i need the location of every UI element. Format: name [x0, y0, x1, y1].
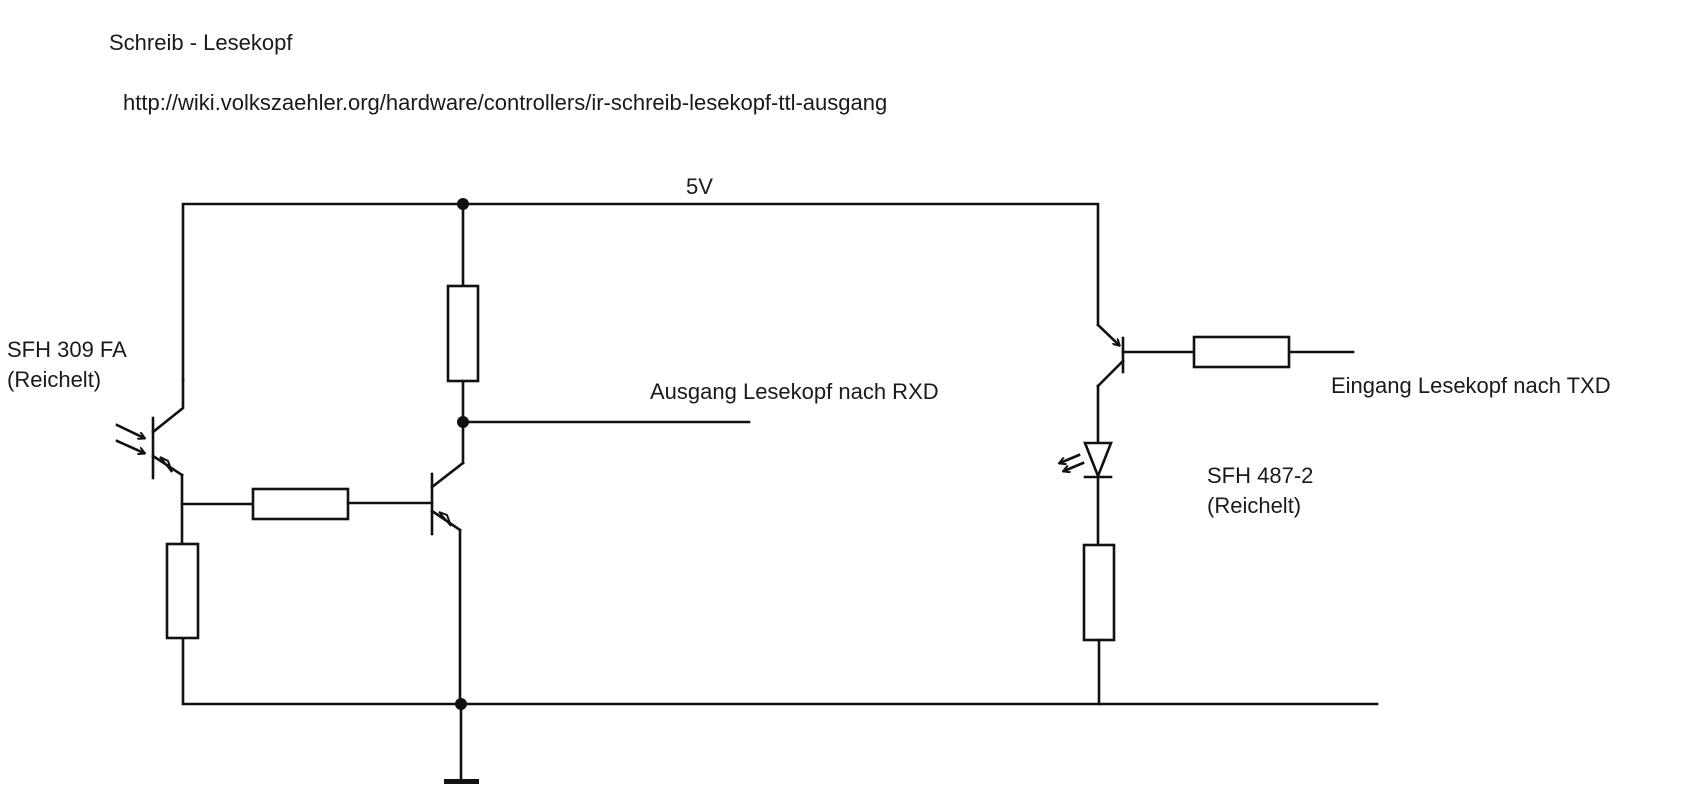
npn-collector — [430, 461, 465, 489]
output-rxd-label: Ausgang Lesekopf nach RXD — [650, 379, 939, 404]
ground-symbol — [444, 779, 479, 784]
ground-rail — [181, 636, 1379, 782]
supply-rail — [181, 202, 1100, 382]
npn-transistor — [430, 461, 465, 706]
ir-led-vendor-label: (Reichelt) — [1207, 493, 1302, 518]
phototransistor-vendor-label: (Reichelt) — [7, 367, 102, 392]
incoming-light-arrow — [115, 423, 144, 438]
phototransistor-sfh309 — [115, 378, 185, 480]
pnp-collector — [1096, 359, 1125, 388]
pullup-resistor — [446, 284, 480, 383]
pnp-emitter — [1096, 323, 1119, 345]
emitter-resistor — [165, 542, 200, 640]
phototransistor-part-label: SFH 309 FA — [7, 337, 127, 362]
phototransistor-collector — [151, 378, 185, 434]
base-resistor — [251, 487, 350, 521]
ir-led-part-label: SFH 487-2 — [1207, 463, 1314, 488]
txd-base-resistor — [1192, 335, 1291, 369]
incoming-light-arrow — [115, 439, 144, 453]
phototransistor-emitter-arrow — [159, 456, 173, 473]
emitted-light-arrow — [1064, 461, 1085, 471]
npn-emitter-arrow — [438, 511, 452, 527]
supply-voltage-label: 5V — [686, 174, 713, 199]
ir-led-sfh487 — [1060, 441, 1113, 480]
input-txd-label: Eingang Lesekopf nach TXD — [1331, 373, 1611, 398]
led-series-resistor — [1082, 543, 1116, 642]
source-url: http://wiki.volkszaehler.org/hardware/co… — [123, 90, 888, 115]
pnp-transistor — [1096, 323, 1196, 388]
led-triangle — [1083, 441, 1113, 480]
emitted-light-arrow — [1060, 453, 1081, 463]
diagram-title: Schreib - Lesekopf — [109, 30, 293, 55]
